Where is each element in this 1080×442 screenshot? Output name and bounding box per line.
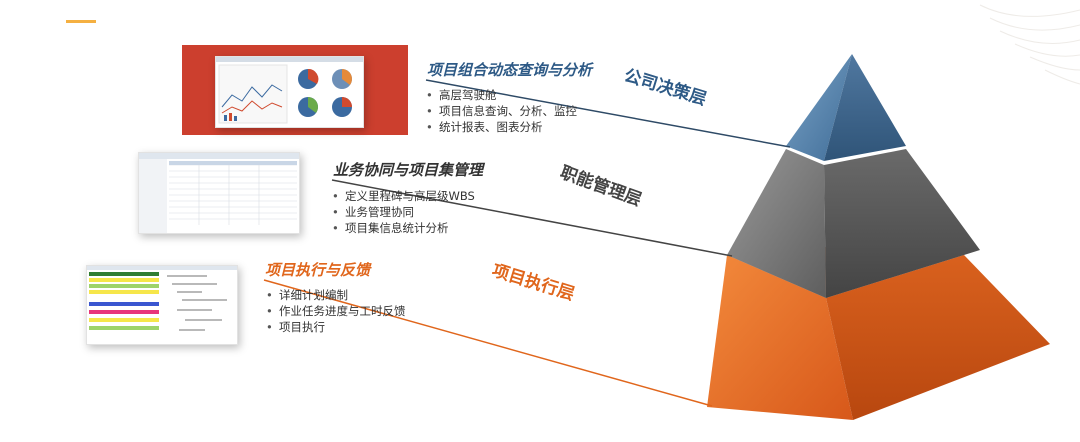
- top-section-list: 高层驾驶舱 项目信息查询、分析、监控 统计报表、图表分析: [426, 87, 577, 135]
- list-item: 项目执行: [266, 319, 406, 335]
- table-thumbnail: [138, 152, 300, 234]
- list-item: 详细计划编制: [266, 287, 406, 303]
- decorative-pattern: [979, 4, 1080, 85]
- bottom-section-title: 项目执行与反馈: [265, 261, 371, 279]
- list-item: 作业任务进度与工时反馈: [266, 303, 406, 319]
- accent-bar: [66, 20, 96, 23]
- list-item: 高层驾驶舱: [426, 87, 577, 103]
- middle-section-title: 业务协同与项目集管理: [333, 161, 484, 179]
- bottom-section-list: 详细计划编制 作业任务进度与工时反馈 项目执行: [266, 287, 406, 335]
- gantt-thumbnail: [86, 265, 238, 345]
- list-item: 统计报表、图表分析: [426, 119, 577, 135]
- list-item: 业务管理协同: [332, 204, 475, 220]
- middle-section-list: 定义里程碑与高层级WBS 业务管理协同 项目集信息统计分析: [332, 188, 475, 236]
- pyramid-tier-top: [786, 54, 906, 161]
- list-item: 项目集信息统计分析: [332, 220, 475, 236]
- list-item: 项目信息查询、分析、监控: [426, 103, 577, 119]
- list-item: 定义里程碑与高层级WBS: [332, 188, 475, 204]
- top-section-title: 项目组合动态查询与分析: [427, 61, 593, 79]
- dashboard-thumbnail: [215, 56, 364, 128]
- pyramid-tier-middle: [727, 149, 980, 298]
